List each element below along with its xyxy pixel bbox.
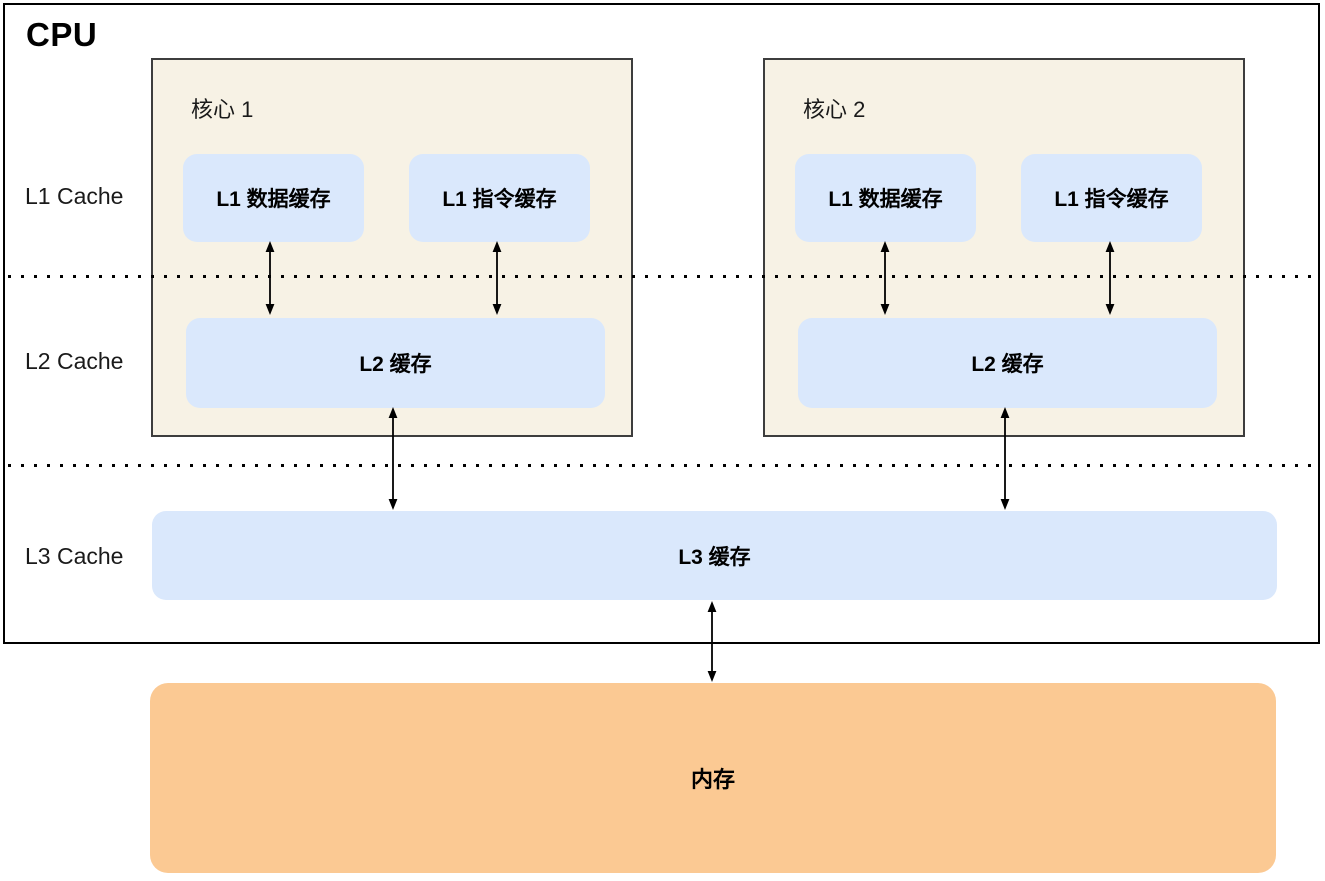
core-2-box: 核心 2 L1 数据缓存 L1 指令缓存 L2 缓存: [763, 58, 1245, 437]
l3-cache-box: L3 缓存: [152, 511, 1277, 600]
cpu-box: [3, 3, 1320, 644]
cpu-title: CPU: [26, 16, 98, 53]
arrow-core1-l1data-l2-icon: [265, 241, 275, 315]
core-2-l1-instruction-cache: L1 指令缓存: [1021, 154, 1202, 242]
core-1-box: 核心 1 L1 数据缓存 L1 指令缓存 L2 缓存: [151, 58, 633, 437]
arrow-core1-l2-l3-icon: [388, 407, 398, 510]
row-label-l3-cache: L3 Cache: [25, 542, 124, 569]
arrow-core2-l2-l3-icon: [1000, 407, 1010, 510]
core-2-l2-cache: L2 缓存: [798, 318, 1217, 408]
core-1-l1-data-cache: L1 数据缓存: [183, 154, 364, 242]
row-label-l2-cache: L2 Cache: [25, 347, 124, 374]
arrow-core2-l1data-l2-icon: [880, 241, 890, 315]
row-label-l1-cache: L1 Cache: [25, 182, 124, 209]
core-2-l1-data-cache: L1 数据缓存: [795, 154, 976, 242]
l1-l2-dotted-divider: [8, 275, 1316, 278]
memory-box: 内存: [150, 683, 1276, 873]
arrow-core2-l1inst-l2-icon: [1105, 241, 1115, 315]
core-1-l1-instruction-cache: L1 指令缓存: [409, 154, 590, 242]
arrow-core1-l1inst-l2-icon: [492, 241, 502, 315]
core-1-label: 核心 1: [191, 97, 254, 122]
l2-l3-dotted-divider: [8, 464, 1316, 467]
core-1-l2-cache: L2 缓存: [186, 318, 605, 408]
core-2-label: 核心 2: [803, 97, 866, 122]
arrow-l3-memory-icon: [707, 601, 717, 682]
